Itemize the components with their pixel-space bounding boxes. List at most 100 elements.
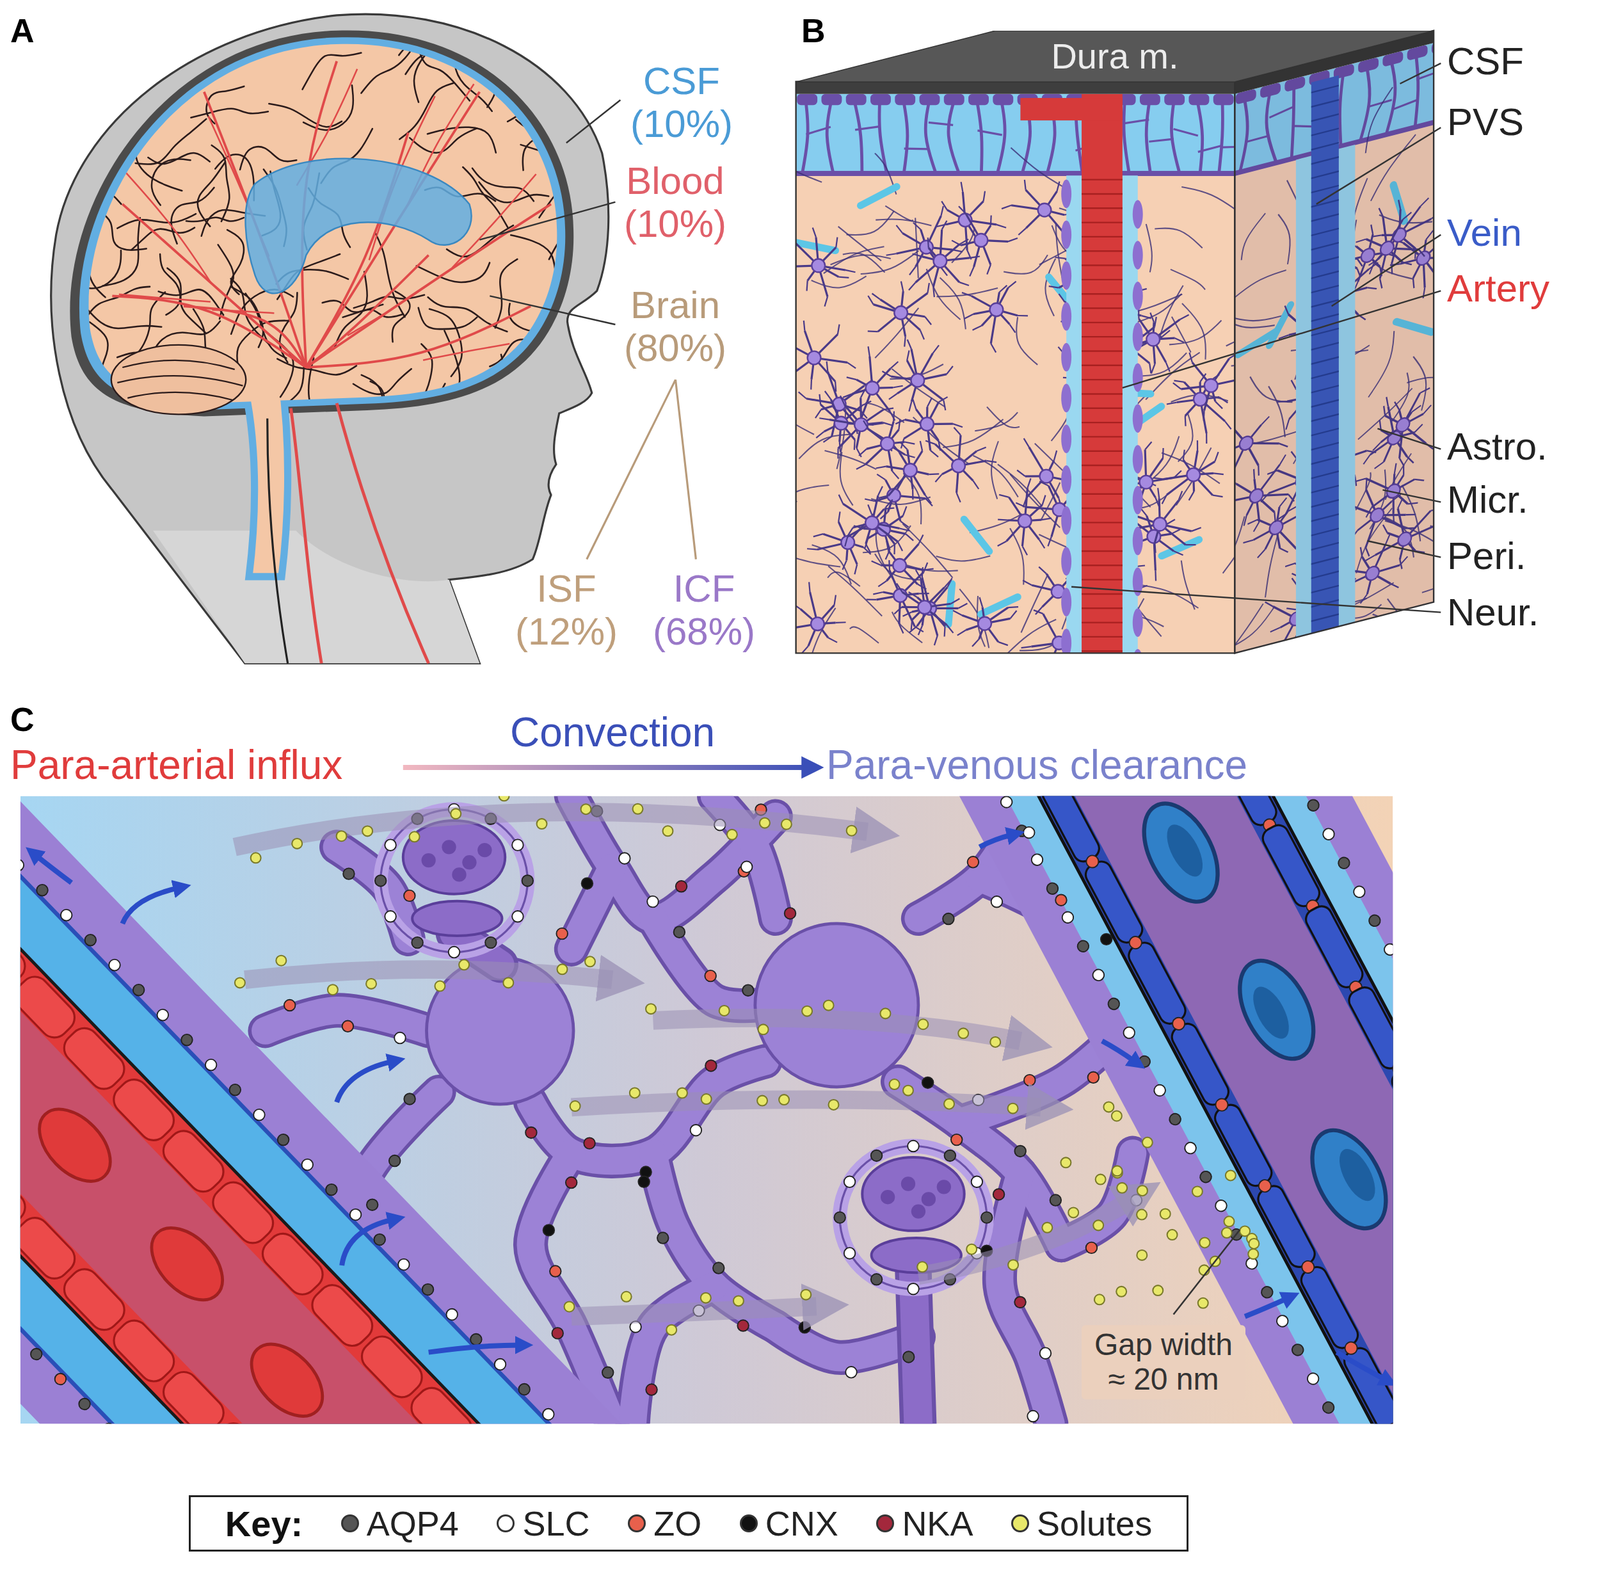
illustration-circle xyxy=(512,839,524,851)
illustration-rect xyxy=(870,94,891,106)
illustration-circle xyxy=(1060,909,1076,925)
illustration-path xyxy=(336,1061,393,1103)
illustration-line xyxy=(837,324,840,335)
illustration-path xyxy=(515,119,582,139)
illustration-circle xyxy=(951,458,966,473)
illustration-path xyxy=(1171,104,1180,174)
illustration-line xyxy=(1219,396,1228,403)
illustration-circle xyxy=(323,1181,340,1198)
illustration-line xyxy=(826,361,829,372)
illustration-line xyxy=(1001,205,1012,209)
illustration-g xyxy=(20,796,973,1424)
illustration-rect xyxy=(20,796,870,1424)
illustration-line xyxy=(1022,580,1032,586)
illustration-path xyxy=(842,252,886,273)
illustration-circle xyxy=(807,351,822,365)
illustration-circle xyxy=(525,1127,537,1139)
illustration-ellipse xyxy=(1061,343,1072,372)
illustration-path xyxy=(428,1344,521,1352)
illustration-line xyxy=(1173,129,1199,137)
illustration-path xyxy=(302,53,362,90)
illustration-circle xyxy=(20,856,27,873)
illustration-circle xyxy=(1390,1059,1394,1077)
illustration-circle xyxy=(1146,332,1160,347)
illustration-line xyxy=(951,598,960,604)
illustration-line xyxy=(1220,501,1231,507)
illustration-circle xyxy=(82,931,99,948)
illustration-line xyxy=(828,637,838,642)
illustration-g xyxy=(783,320,856,392)
illustration-circle xyxy=(704,970,717,982)
illustration-path xyxy=(423,343,510,361)
illustration-path xyxy=(169,21,216,52)
illustration-path xyxy=(206,86,244,124)
illustration-ellipse xyxy=(238,1330,336,1424)
illustration-line xyxy=(1203,410,1206,422)
illustration-circle xyxy=(299,1156,316,1173)
illustration-line xyxy=(1178,490,1183,501)
illustration-line xyxy=(907,339,912,350)
illustration-line xyxy=(872,293,881,300)
illustration-path xyxy=(51,14,609,664)
illustration-ellipse xyxy=(1132,485,1144,515)
illustration-line xyxy=(1081,307,1123,309)
illustration-line xyxy=(819,394,821,405)
illustration-line xyxy=(855,126,880,130)
illustration-circle xyxy=(556,928,568,940)
illustration-line xyxy=(1141,315,1151,319)
illustration-circle xyxy=(951,1134,963,1146)
illustration-circle xyxy=(1167,1111,1183,1128)
illustration-circle xyxy=(202,1056,219,1073)
illustration-path xyxy=(245,158,472,294)
illustration-circle xyxy=(1084,853,1101,870)
illustration-rect xyxy=(759,796,1394,1424)
illustration-rect xyxy=(20,796,942,1424)
illustration-circle xyxy=(865,515,879,530)
illustration-g xyxy=(819,388,894,459)
illustration-line xyxy=(997,540,1007,546)
illustration-circle xyxy=(1136,1054,1152,1070)
illustration-ellipse xyxy=(1128,796,1233,914)
illustration-path xyxy=(1009,528,1024,585)
illustration-line xyxy=(961,292,972,296)
illustration-line xyxy=(867,330,879,333)
illustration-circle xyxy=(549,1265,562,1277)
illustration-circle xyxy=(581,877,594,889)
illustration-circle xyxy=(781,819,792,830)
illustration-circle xyxy=(977,616,992,631)
illustration-line xyxy=(867,504,872,514)
illustration-rect xyxy=(1081,94,1123,656)
illustration-line xyxy=(1198,145,1223,152)
illustration-circle xyxy=(512,910,524,923)
illustration-line xyxy=(969,266,974,277)
illustration-circle xyxy=(1274,1313,1291,1329)
illustration-path xyxy=(119,294,211,303)
illustration-line xyxy=(959,282,969,286)
illustration-line xyxy=(1151,364,1156,374)
illustration-circle xyxy=(1038,203,1052,217)
illustration-circle xyxy=(411,936,424,949)
illustration-g xyxy=(951,206,1018,276)
illustration-path xyxy=(1003,254,1048,274)
illustration-line xyxy=(892,385,904,388)
illustration-circle xyxy=(907,1283,920,1295)
illustration-circle xyxy=(675,880,688,893)
illustration-rect xyxy=(1164,94,1185,106)
illustration-line xyxy=(972,325,982,331)
illustration-circle xyxy=(1018,513,1032,528)
illustration-path xyxy=(999,1173,1051,1424)
illustration-circle xyxy=(971,1176,984,1188)
illustration-line xyxy=(883,408,894,410)
illustration-line xyxy=(952,423,963,427)
illustration-line xyxy=(1081,250,1123,252)
illustration-path xyxy=(991,440,999,499)
illustration-line xyxy=(1081,279,1123,281)
illustration-line xyxy=(903,506,907,516)
illustration-circle xyxy=(522,874,534,887)
illustration-path xyxy=(472,168,534,201)
illustration-line xyxy=(779,266,788,274)
illustration-g xyxy=(952,597,1019,647)
illustration-ellipse xyxy=(1159,819,1211,882)
illustration-line xyxy=(997,519,1008,521)
illustration-circle xyxy=(52,1370,69,1387)
